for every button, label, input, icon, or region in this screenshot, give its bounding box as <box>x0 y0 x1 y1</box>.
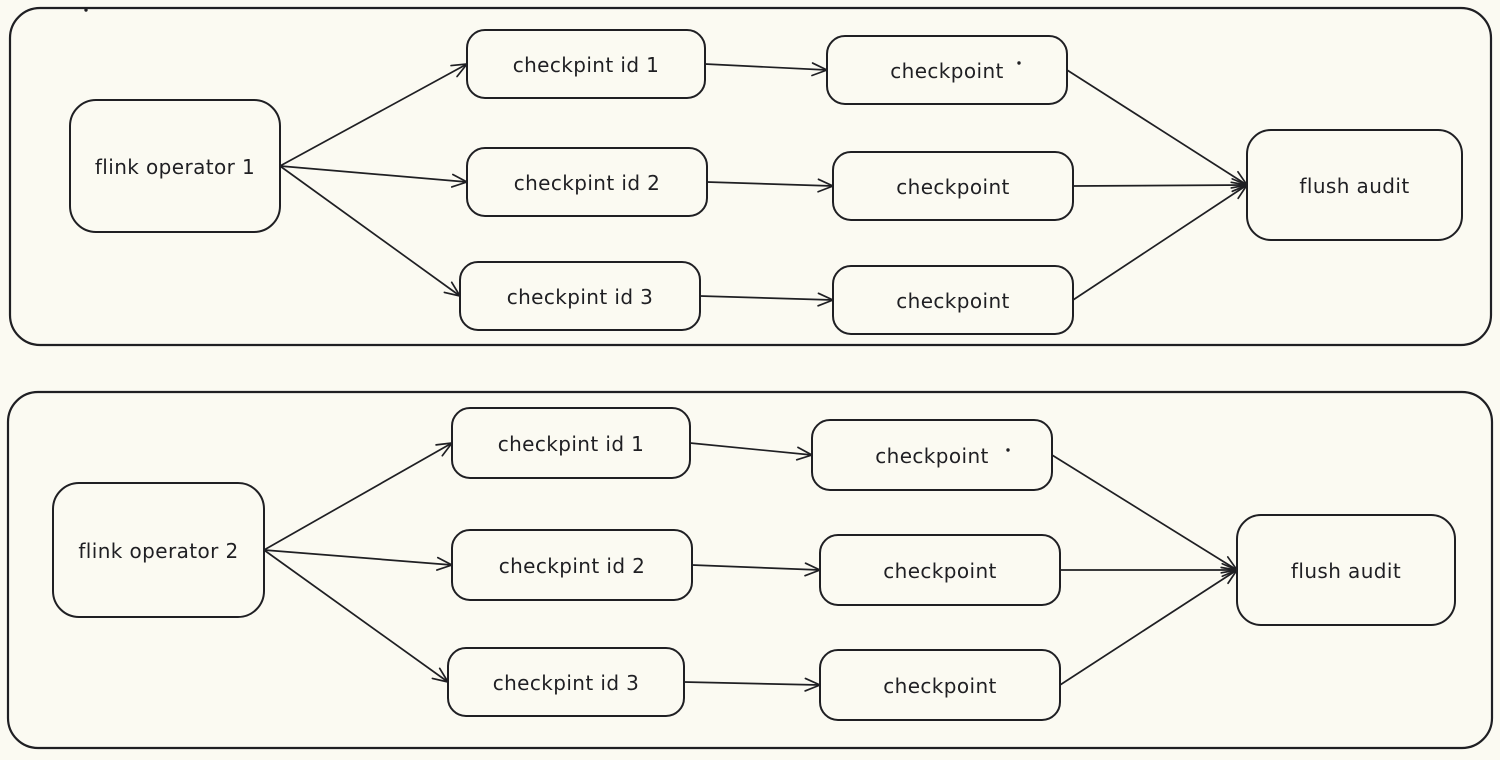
node-label-checkpint-id-3: checkpint id 3 <box>493 671 640 695</box>
arrow-checkpint-id-1-to-checkpoint-1 <box>704 63 828 71</box>
arrow-operator-to-checkpint-id-2 <box>263 549 453 566</box>
arrow-checkpint-id-2-to-checkpoint-2 <box>691 564 821 571</box>
node-label-flush-audit: flush audit <box>1299 174 1409 198</box>
node-label-checkpoint-1: checkpoint <box>875 444 989 468</box>
panel-flink-operator-1-flow: flink operator 1 checkpint id 1 checkpint … <box>8 6 1493 347</box>
node-checkpoint-1 <box>826 35 1068 105</box>
node-label-operator: flink operator 2 <box>78 539 238 563</box>
node-operator <box>69 99 281 233</box>
arrowhead <box>443 291 461 297</box>
node-checkpint-id-3 <box>447 647 685 717</box>
arrow-operator-to-checkpint-id-3 <box>279 165 461 297</box>
node-flush-audit <box>1246 129 1463 241</box>
arrowhead <box>804 684 821 692</box>
node-flush-audit <box>1236 514 1456 626</box>
panel-frame <box>6 390 1494 750</box>
arrow-checkpint-id-3-to-checkpoint-3 <box>699 295 834 301</box>
arrow-checkpoint-3-to-flush-audit <box>1059 569 1238 686</box>
arrow-operator-to-checkpint-id-2 <box>279 165 468 183</box>
arrowhead <box>435 442 453 446</box>
node-label-checkpint-id-1: checkpint id 1 <box>498 432 645 456</box>
node-checkpint-id-2 <box>466 147 708 217</box>
arrowhead <box>450 181 468 188</box>
node-label-checkpint-id-3: checkpint id 3 <box>507 285 654 309</box>
node-checkpoint-1 <box>811 419 1053 491</box>
arrowhead <box>817 178 834 187</box>
node-operator <box>52 482 265 618</box>
arrowhead <box>436 556 453 566</box>
arrowhead <box>811 62 828 71</box>
arrowhead <box>1237 170 1248 186</box>
ink-dot <box>84 8 88 12</box>
ink-dot <box>1006 448 1010 452</box>
node-checkpoint-2 <box>832 151 1074 221</box>
arrow-checkpint-id-3-to-checkpoint-3 <box>683 681 821 686</box>
arrowhead <box>804 569 821 577</box>
arrowhead <box>795 454 813 461</box>
arrowhead <box>811 69 828 77</box>
arrowhead <box>817 185 834 193</box>
arrowhead <box>1230 184 1248 189</box>
arrowhead <box>451 173 468 183</box>
arrow-checkpint-id-2-to-checkpoint-2 <box>706 181 834 187</box>
arrowhead <box>450 63 468 67</box>
node-label-operator: flink operator 1 <box>95 155 255 179</box>
arrowhead <box>804 562 821 571</box>
arrowhead <box>1220 569 1238 574</box>
arrow-checkpoint-2-to-flush-audit <box>1072 184 1248 187</box>
panel-frame <box>8 6 1493 347</box>
node-label-checkpint-id-2: checkpint id 2 <box>514 171 661 195</box>
node-label-checkpoint-3: checkpoint <box>896 289 1010 313</box>
arrow-checkpoint-1-to-flush-audit <box>1066 69 1248 186</box>
arrowhead <box>438 667 449 683</box>
arrowhead <box>441 442 453 457</box>
arrow-checkpoint-3-to-flush-audit <box>1072 184 1248 301</box>
arrow-checkpint-id-1-to-checkpoint-1 <box>689 442 813 456</box>
arrow-checkpoint-1-to-flush-audit <box>1051 454 1238 571</box>
arrowhead <box>797 446 813 456</box>
node-checkpint-id-1 <box>451 407 691 479</box>
ink-dot <box>1017 61 1021 65</box>
arrow-operator-to-checkpint-id-1 <box>279 63 468 167</box>
node-checkpoint-2 <box>819 534 1061 606</box>
node-label-checkpoint-3: checkpoint <box>883 674 997 698</box>
arrowhead <box>1226 556 1238 571</box>
panel-flink-operator-2-flow: flink operator 2 checkpint id 1 checkpint … <box>6 390 1494 750</box>
arrowhead <box>804 677 821 686</box>
arrowhead <box>1221 562 1238 571</box>
arrow-operator-to-checkpint-id-3 <box>263 549 449 683</box>
node-label-checkpint-id-2: checkpint id 2 <box>499 554 646 578</box>
node-checkpoint-3 <box>832 265 1074 335</box>
node-label-checkpoint-2: checkpoint <box>883 559 997 583</box>
arrowhead <box>431 677 449 683</box>
node-label-checkpint-id-1: checkpint id 1 <box>513 53 660 77</box>
arrowhead <box>1231 178 1248 186</box>
arrowhead <box>1227 569 1238 585</box>
node-checkpint-id-3 <box>459 261 701 331</box>
arrow-operator-to-checkpint-id-1 <box>263 442 453 551</box>
arrowhead <box>817 292 834 301</box>
arrowhead <box>817 299 834 307</box>
node-label-checkpoint-1: checkpoint <box>890 59 1004 83</box>
arrowhead <box>435 564 453 571</box>
arrowhead <box>456 63 468 78</box>
node-checkpint-id-1 <box>466 29 706 99</box>
node-label-flush-audit: flush audit <box>1291 559 1401 583</box>
node-checkpint-id-2 <box>451 529 693 601</box>
node-label-checkpoint-2: checkpoint <box>896 175 1010 199</box>
arrowhead <box>1237 184 1248 200</box>
arrowhead <box>450 281 461 297</box>
node-checkpoint-3 <box>819 649 1061 721</box>
